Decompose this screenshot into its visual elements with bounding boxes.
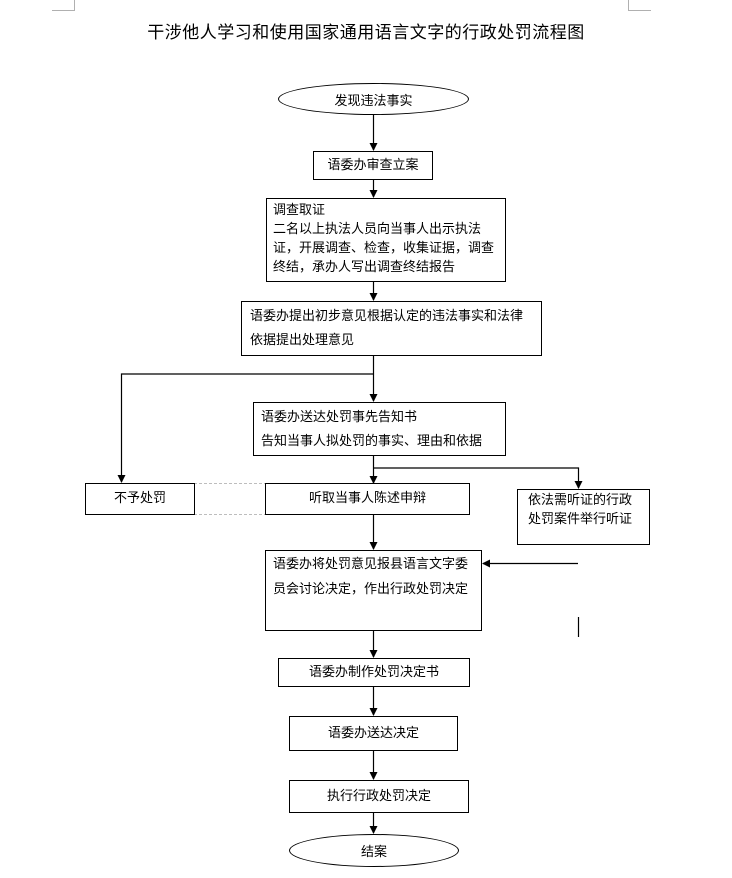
deliver-decision-box: 语委办送达决定 — [289, 716, 458, 751]
decision-label: 语委办将处罚意见报县语言文字委员会讨论决定，作出行政处罚决定 — [273, 557, 469, 597]
end-label: 结案 — [360, 845, 387, 860]
statement-defense-label: 听取当事人陈述申辩 — [308, 491, 426, 506]
investigation-body: 二名以上执法人员向当事人出示执法证，开展调查、检查，收集证据，调查终结，承办人写… — [273, 222, 495, 275]
execute-decision-box: 执行行政处罚决定 — [289, 780, 469, 813]
page-corner-mark — [628, 0, 651, 11]
investigation-box: 调查取证 二名以上执法人员向当事人出示执法证，开展调查、检查，收集证据，调查终结… — [266, 198, 506, 282]
decision-document-label: 语委办制作处罚决定书 — [308, 664, 439, 680]
register-case-box: 语委办审查立案 — [313, 151, 433, 180]
hearing-label: 依法需听证的行政处罚案件举行听证 — [528, 493, 633, 527]
prior-notice-line2: 告知当事人拟处罚的事实、理由和依据 — [261, 434, 483, 449]
prior-notice-box: 语委办送达处罚事先告知书 告知当事人拟处罚的事实、理由和依据 — [253, 402, 506, 456]
decision-box: 语委办将处罚意见报县语言文字委员会讨论决定，作出行政处罚决定 — [265, 550, 482, 631]
no-penalty-box: 不予处罚 — [85, 483, 195, 515]
execute-decision-label: 执行行政处罚决定 — [326, 788, 431, 804]
arrow-to-hearing — [373, 467, 583, 489]
page-corner-mark — [52, 0, 75, 11]
arrow-to-no-penalty — [117, 373, 374, 483]
start-label: 发现违法事实 — [334, 93, 413, 109]
hearing-box: 依法需听证的行政处罚案件举行听证 — [517, 489, 650, 545]
flowchart-title: 干涉他人学习和使用国家通用语言文字的行政处罚流程图 — [147, 23, 585, 43]
preliminary-opinion-label: 语委办提出初步意见根据认定的违法事实和法律依据提出处理意见 — [250, 309, 524, 348]
start-node: 发现违法事实 — [278, 83, 469, 115]
preliminary-opinion-box: 语委办提出初步意见根据认定的违法事实和法律依据提出处理意见 — [241, 301, 542, 356]
statement-defense-box: 听取当事人陈述申辩 — [265, 483, 470, 515]
no-penalty-label: 不予处罚 — [113, 491, 166, 506]
prior-notice-line1: 语委办送达处罚事先告知书 — [261, 410, 418, 425]
register-case-label: 语委办审查立案 — [327, 157, 419, 173]
end-node: 结案 — [289, 834, 459, 867]
decision-document-box: 语委办制作处罚决定书 — [278, 658, 470, 687]
deliver-decision-label: 语委办送达决定 — [327, 725, 419, 741]
investigation-heading: 调查取证 — [273, 203, 326, 218]
